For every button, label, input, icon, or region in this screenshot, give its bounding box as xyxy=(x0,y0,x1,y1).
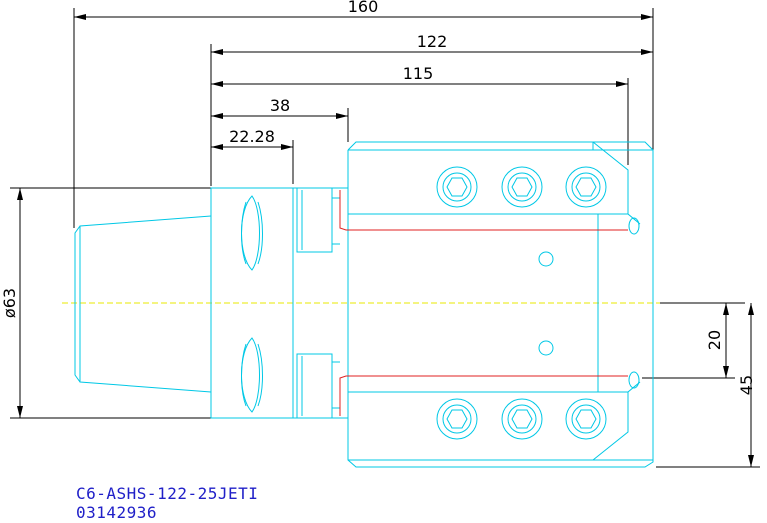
dimension-22-28: 22.28 xyxy=(211,127,294,184)
part-number: C6-ASHS-122-25JETI xyxy=(76,484,259,503)
coolant-nozzle-lower xyxy=(628,371,640,389)
coolant-hole-upper xyxy=(538,251,554,267)
screw-top-2 xyxy=(501,166,543,208)
dimension-122: 122 xyxy=(210,32,653,186)
dimension-160: 160 xyxy=(73,0,654,228)
screw-bottom-2 xyxy=(501,398,543,440)
dim-20-label: 20 xyxy=(705,330,724,350)
screw-bottom-3 xyxy=(565,398,607,440)
dimension-115: 115 xyxy=(211,64,629,165)
part-outline xyxy=(74,141,654,468)
clamping-screws xyxy=(436,166,607,440)
dim-122-label: 122 xyxy=(417,32,448,51)
coolant-channels xyxy=(339,190,628,416)
dim-38-label: 38 xyxy=(270,96,290,115)
order-code: 03142936 xyxy=(76,503,158,522)
screw-top-3 xyxy=(565,166,607,208)
screw-bottom-1 xyxy=(436,398,478,440)
dimension-diameter-63: ø63 xyxy=(0,187,211,419)
dim-160-label: 160 xyxy=(348,0,379,16)
dimension-38: 38 xyxy=(211,96,349,142)
drive-slot-upper xyxy=(241,195,263,271)
coolant-hole-lower xyxy=(538,340,554,356)
dim-115-label: 115 xyxy=(403,64,434,83)
dimension-45: 45 xyxy=(656,303,760,468)
coolant-nozzle-upper xyxy=(628,217,640,235)
dim-diameter-label: ø63 xyxy=(0,288,19,318)
dim-45-label: 45 xyxy=(737,375,756,395)
dim-22-28-label: 22.28 xyxy=(229,127,275,146)
screw-top-1 xyxy=(436,166,478,208)
dimension-20: 20 xyxy=(642,302,745,379)
drive-slot-lower xyxy=(241,337,263,413)
